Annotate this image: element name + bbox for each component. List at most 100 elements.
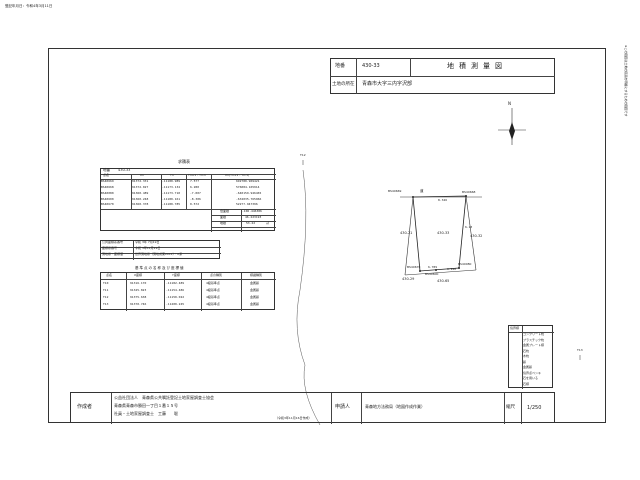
- coord-header-1: Xn: [140, 173, 144, 177]
- survey-area-boundary: [296, 169, 321, 426]
- survey-info-table: [100, 240, 221, 260]
- preparer-line-2: 社員・土地家屋調査士 工藤 聡: [114, 411, 178, 416]
- coord-table: [100, 168, 276, 232]
- coord-row-2-x: 91360.489: [132, 191, 149, 195]
- ref-row-2-y: -11150.022: [166, 295, 185, 299]
- ref-row-1-x: 91345.823: [130, 288, 147, 292]
- neighbor-line: [465, 195, 477, 271]
- survey-row-1-value: 令和 3年11月19日: [135, 246, 161, 250]
- coord-row-3-x: 91360.248: [132, 197, 149, 201]
- title-vdivider: [410, 58, 411, 76]
- coord-header-0: 点名: [103, 173, 110, 177]
- land-area-label: 地積: [220, 221, 227, 225]
- lot-value: 430-33: [362, 63, 380, 69]
- ref-row-3-x: 91370.746: [130, 302, 147, 306]
- area-label: 面積: [220, 215, 227, 219]
- coord-row-2-d: -7.007: [190, 191, 201, 195]
- ref-row-0-type: 4級基準点: [206, 281, 220, 285]
- north-arrow-icon: [498, 108, 526, 145]
- point-label-4: BS40600: [425, 272, 439, 276]
- location-label: 土地の所在: [332, 82, 355, 87]
- ref-row-3-mark: 金属鋲: [250, 302, 260, 306]
- legend-item-1: プラスチック杭: [523, 337, 544, 342]
- coord-row-3-d: -8.306: [190, 197, 201, 201]
- coord-lot-label: 地番: [103, 168, 110, 172]
- location-value: 青森市大字三内字沢部: [362, 81, 413, 87]
- margin-mark-T13: T13: [577, 348, 583, 352]
- ref-row-2-name: T12: [103, 295, 109, 299]
- ref-header-4: 標識種別: [250, 273, 263, 277]
- land-area-value: 53.22: [246, 221, 256, 225]
- coord-row-3-name: BS40600: [101, 197, 114, 201]
- dim-bottom-right: 6.240: [447, 267, 457, 271]
- ref-row-0-x: 91316.170: [130, 281, 147, 285]
- ref-row-0-y: -11182.489: [166, 281, 185, 285]
- ref-row-0-name: T10: [103, 281, 109, 285]
- point-BS40668: [465, 195, 467, 197]
- lot-label: 地番: [335, 63, 346, 69]
- ref-header-3: 点の種別: [210, 273, 223, 277]
- ref-row-1-type: 4級基準点: [206, 288, 220, 292]
- parcel-label-430-29: 430-29: [402, 277, 415, 281]
- ref-row-1-y: -11154.486: [166, 288, 185, 292]
- issue-date: 登記年月日：令和4年3月11日: [5, 4, 53, 8]
- coord-row-3-y: -11180.161: [162, 197, 181, 201]
- ref-row-0-mark: 金属鋲: [250, 281, 260, 285]
- survey-row-0-value: 令和 3年 7月19日: [135, 240, 160, 244]
- dim-top: 8.346: [438, 198, 448, 202]
- title-vdivider-2: [356, 58, 357, 76]
- coord-row-4-d: 0.572: [190, 202, 200, 206]
- coord-row-4-p: 52277.947396: [236, 202, 258, 206]
- point-label-3: BS40080: [458, 262, 472, 266]
- point-label-2: BS40670: [407, 265, 421, 269]
- margin-mark-T12: T12: [300, 153, 306, 157]
- coord-header-2: Yn: [170, 173, 174, 177]
- survey-row-2-label: 測地系・座標値: [102, 252, 124, 256]
- coord-row-4-y: -11180.785: [162, 202, 181, 206]
- coord-table-title: 求積表: [178, 159, 190, 164]
- coord-row-0-y: -11180.989: [162, 179, 181, 183]
- road-label: 道: [420, 189, 424, 193]
- point-BS40080: [458, 267, 460, 269]
- ref-row-3-name: T13: [103, 302, 109, 306]
- ref-row-2-type: 4級基準点: [206, 295, 220, 299]
- double-area-label: 倍面積: [220, 209, 230, 213]
- ref-row-3-type: 4級基準点: [206, 302, 220, 306]
- neighbor-line: [404, 269, 477, 276]
- title-divider: [330, 76, 555, 77]
- survey-row-0-label: 公共座標系番号: [102, 240, 124, 244]
- footer-block: [70, 392, 555, 424]
- doc-title: 地積測量図: [447, 62, 507, 70]
- parcel-label-430-32: 430-32: [470, 234, 483, 238]
- applicant-value: 青森地方法務局（地図作成作業）: [365, 404, 425, 409]
- applicant-label: 申請人: [335, 404, 351, 410]
- coord-row-0-name: BS40669: [101, 179, 114, 183]
- point-BS40669: [412, 196, 414, 198]
- coord-row-4-x: 91360.378: [132, 202, 149, 206]
- preparer-label: 作成者: [77, 404, 93, 410]
- legend-item-7: 境界点ペンキ: [523, 370, 542, 375]
- preparer-line-1: 青森県青森市勝田一丁目１番１５号: [114, 403, 178, 408]
- ref-header-1: X座標: [134, 273, 143, 277]
- ref-row-2-mark: 金属鋲: [250, 295, 260, 299]
- coord-row-0-x: 91372.331: [132, 179, 149, 183]
- title-vdivider-3: [356, 76, 357, 94]
- coord-row-0-p: 692780.969421: [236, 179, 260, 183]
- legend-item-0: コンクリート杭: [523, 332, 545, 336]
- coord-row-2-p: -640159.946465: [236, 191, 262, 195]
- land-area-unit: ㎡: [266, 221, 270, 225]
- parcel-label-430-21: 430-21: [400, 231, 413, 235]
- point-BS40600: [435, 269, 437, 271]
- ref-header-2: Y座標: [172, 273, 180, 277]
- coord-header-4: Xn(Yn+1 - Yn-1): [225, 173, 250, 177]
- scale-label: 縮尺: [506, 405, 515, 410]
- coord-row-3-p: -632035.765966: [236, 197, 262, 201]
- coord-row-1-y: -11173.134: [162, 185, 181, 189]
- double-area-value: -106.446386: [242, 209, 262, 213]
- coord-row-0-d: 7.577: [190, 179, 200, 183]
- coord-row-2-name: BS40080: [101, 191, 114, 195]
- area-value: 46.223193: [245, 215, 262, 219]
- north-label: N: [508, 101, 511, 106]
